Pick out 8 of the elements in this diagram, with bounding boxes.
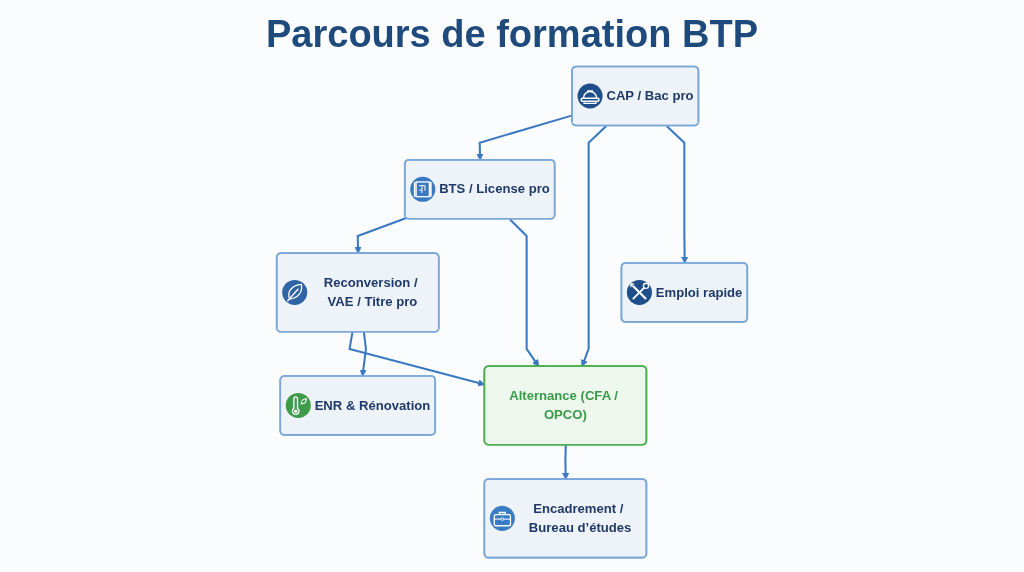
- arrow: [509, 218, 540, 367]
- arrow: [580, 124, 607, 367]
- arrow: [476, 114, 573, 161]
- arrow: [665, 124, 689, 264]
- title: Parcours de formation BTP: [266, 14, 758, 56]
- arrow: [359, 331, 367, 377]
- arrow: [562, 444, 570, 480]
- arrow: [354, 216, 407, 254]
